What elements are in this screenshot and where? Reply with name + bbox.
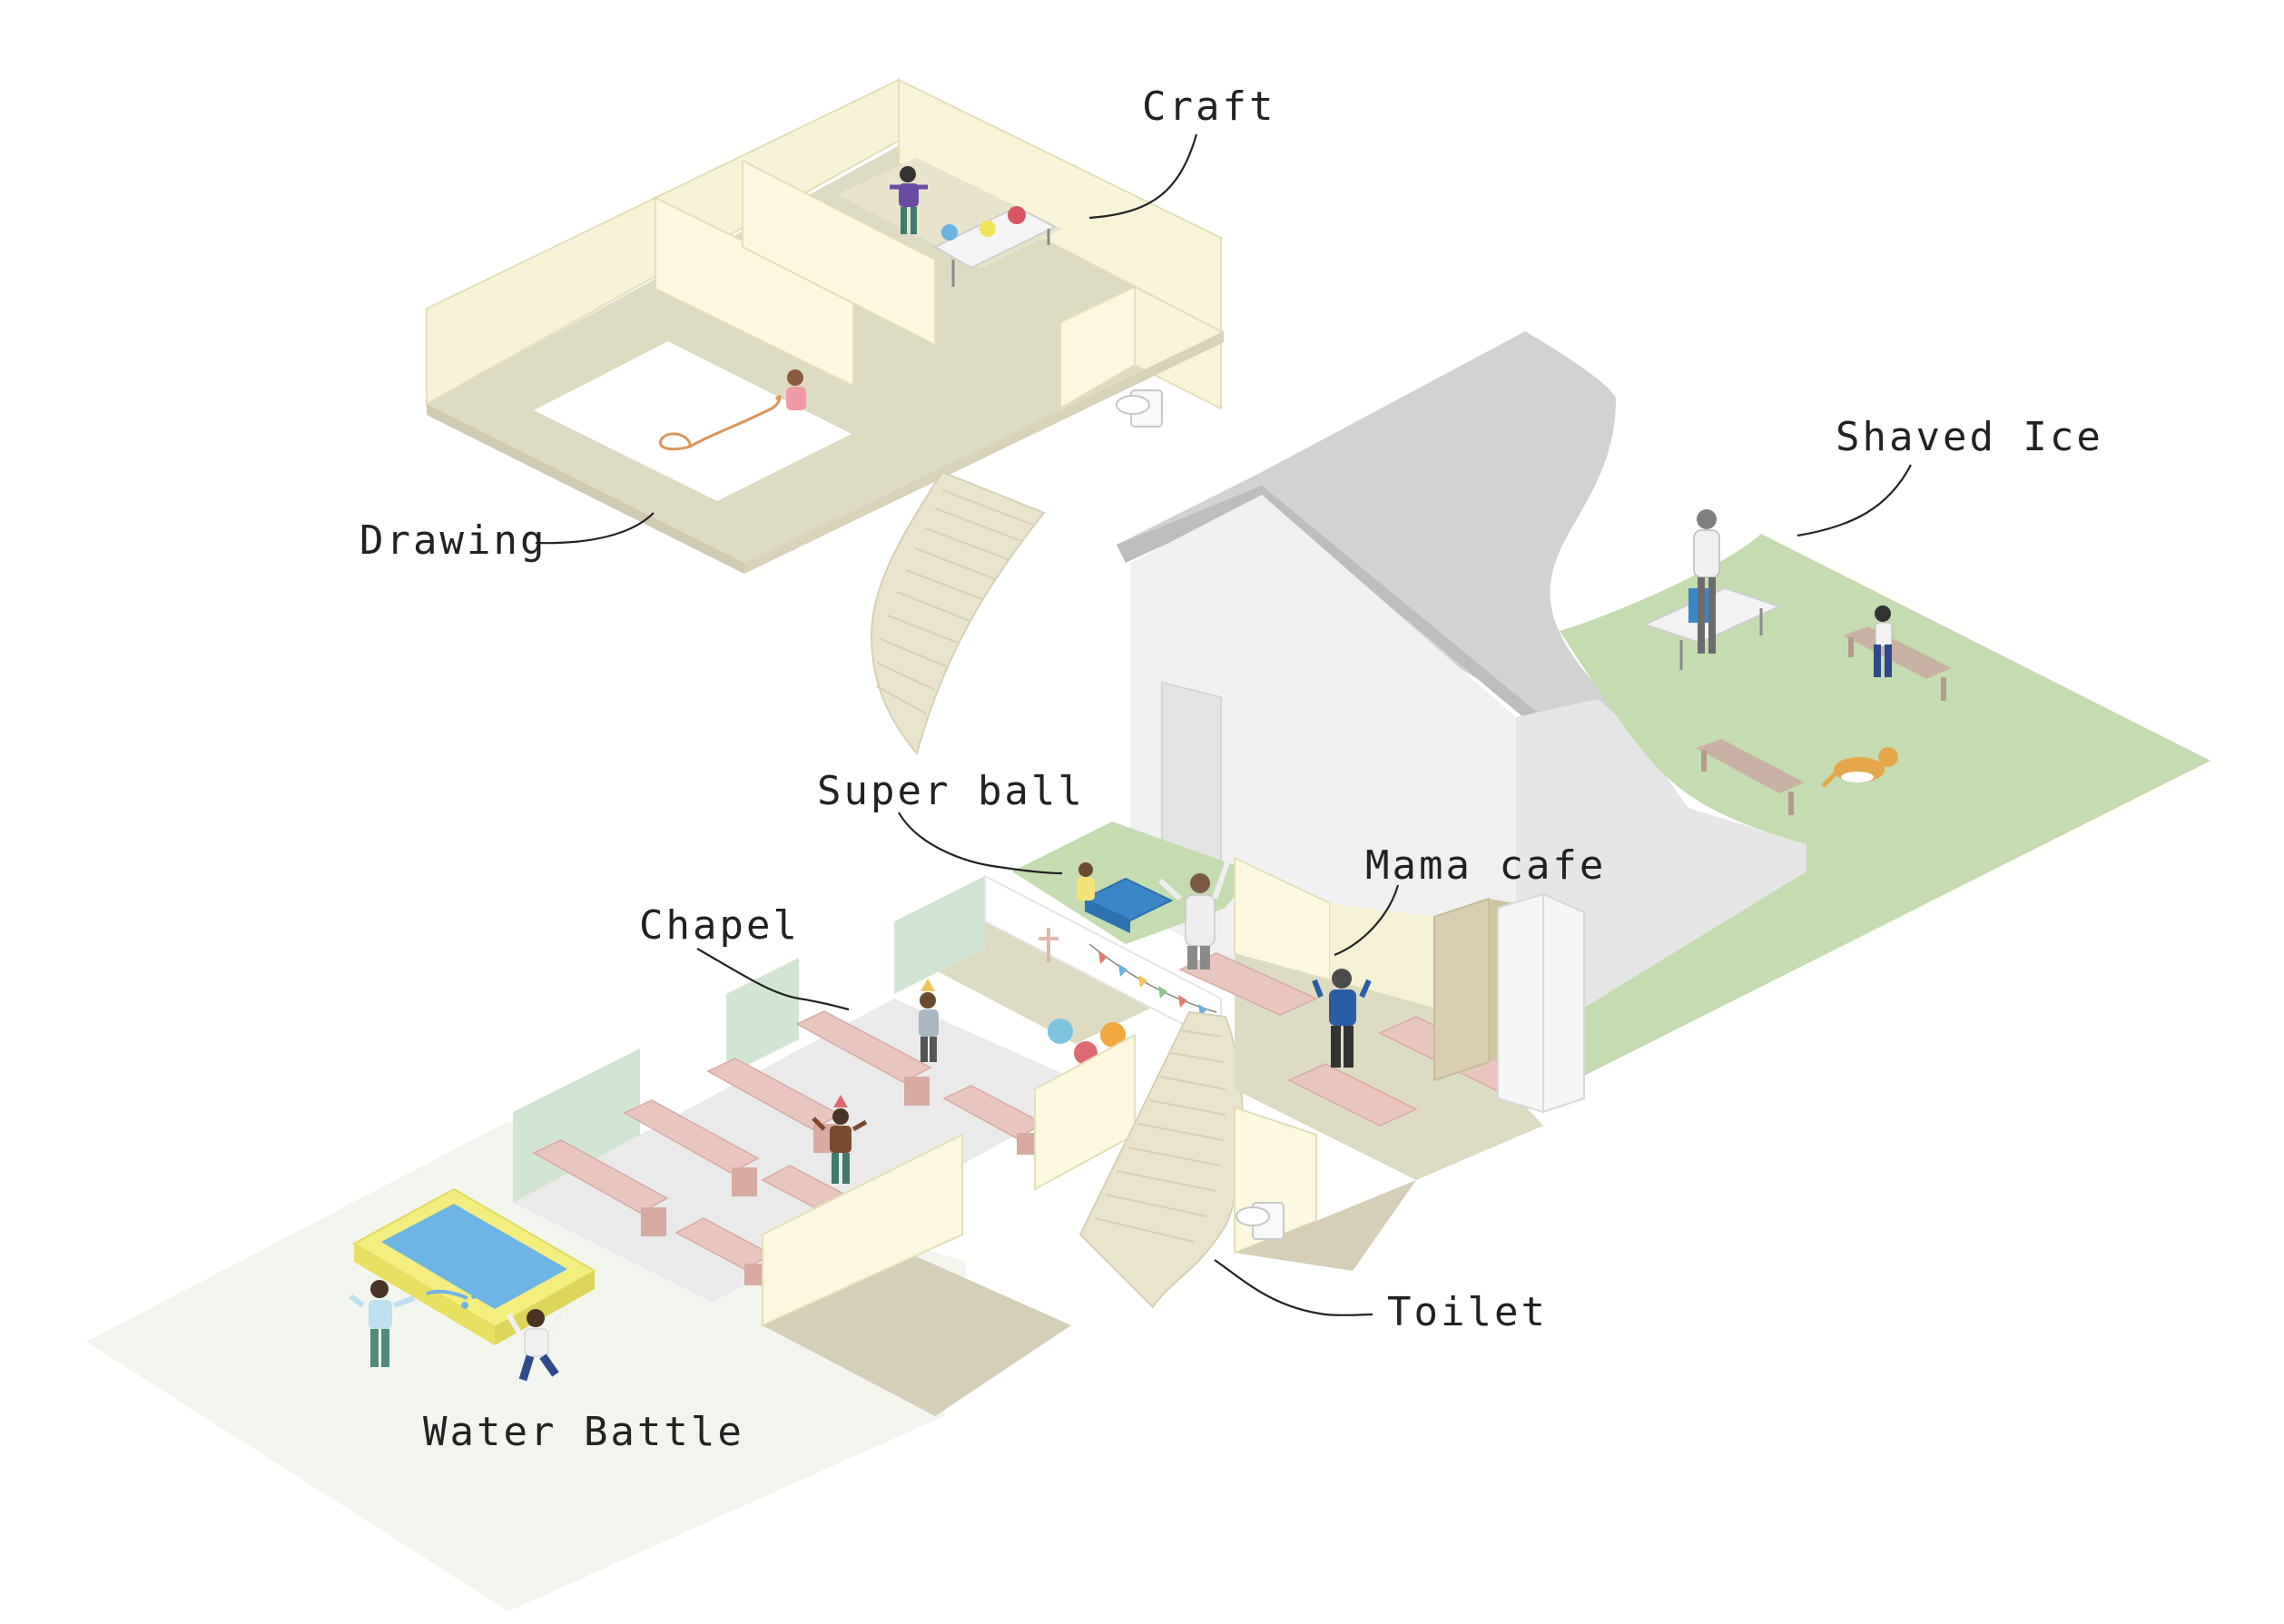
partition-wall	[742, 159, 936, 347]
mama-cafe-leader	[1334, 884, 1400, 957]
craft-table	[932, 205, 1058, 270]
garden-bench	[1843, 626, 1952, 679]
water-battle	[349, 1187, 597, 1382]
partition-green	[726, 958, 799, 1076]
child-on-bench	[1875, 622, 1893, 647]
label-chapel: Chapel	[639, 902, 800, 949]
kitchen-cabinet	[1433, 897, 1490, 1082]
super-ball-leader	[898, 812, 1063, 875]
partition-green	[513, 1048, 640, 1203]
pool-water	[381, 1204, 567, 1309]
label-super-ball: Super ball	[817, 768, 1085, 814]
ground-floor	[513, 822, 1585, 1416]
toilet-leader	[1214, 1259, 1373, 1316]
house-door	[1161, 681, 1222, 864]
child-jumping	[524, 1328, 549, 1357]
chapel-child	[919, 1009, 939, 1037]
superball-child	[1077, 877, 1095, 901]
label-mama-cafe: Mama cafe	[1365, 842, 1607, 889]
label-shaved-ice: Shaved Ice	[1836, 414, 2103, 460]
upper-stairs	[870, 470, 1046, 756]
garden	[1560, 509, 2210, 1076]
label-drawing: Drawing	[359, 517, 547, 564]
balloon	[1048, 1019, 1073, 1044]
upper-floor	[426, 78, 1224, 574]
pews	[532, 1010, 1046, 1270]
craft-ball-red	[1008, 206, 1026, 224]
partition-green	[894, 876, 985, 994]
vendor-person	[1693, 529, 1720, 578]
roof	[1117, 331, 1643, 744]
child-drawing	[786, 387, 806, 410]
craft-ball-blue	[941, 224, 958, 241]
chapel-child	[830, 1126, 852, 1153]
bunting-flags	[1098, 951, 1207, 1017]
label-toilet: Toilet	[1387, 1289, 1548, 1335]
cafe-person	[1329, 989, 1356, 1026]
fridge	[1497, 892, 1585, 1114]
garden-bench	[1696, 739, 1805, 793]
label-water-battle: Water Battle	[423, 1409, 744, 1455]
super-ball-pool	[1082, 877, 1174, 922]
chapel-front-wall	[762, 1133, 963, 1327]
craft-leader	[1088, 133, 1198, 220]
drawing-line	[689, 395, 782, 448]
superball-adult	[1185, 894, 1216, 947]
leader-lines	[535, 133, 1912, 1316]
shaved-ice-leader	[1797, 464, 1912, 537]
child-water-gun	[369, 1300, 392, 1329]
craft-ball-yellow	[980, 221, 996, 237]
chapel-leader	[696, 948, 850, 1011]
label-craft: Craft	[1142, 84, 1276, 130]
balloon	[1100, 1022, 1126, 1048]
drawing-leader	[535, 512, 655, 545]
drawing-area	[534, 341, 852, 501]
